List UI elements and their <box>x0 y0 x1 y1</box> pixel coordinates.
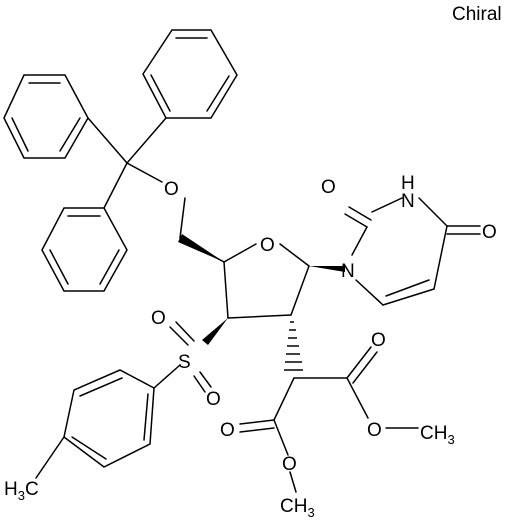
hashed-c2-malonate <box>284 321 303 371</box>
uracil-n3-label: N <box>401 191 415 212</box>
phenyl-ring-top <box>142 29 238 119</box>
methyl1-label: CH3 <box>420 423 455 447</box>
ester1-alkoxy-oxygen-label: O <box>367 420 382 441</box>
uracil-n1-label: N <box>341 261 355 282</box>
chiral-label: Chiral <box>452 4 502 25</box>
wedge-c3-s <box>202 318 228 345</box>
uracil-ring <box>344 197 481 306</box>
ether-oxygen-label: O <box>164 179 179 200</box>
tolyl-ring <box>35 369 155 479</box>
sulfonyl-bonds <box>153 321 212 393</box>
ester2-alkoxy-oxygen-label: O <box>282 454 297 475</box>
methyl2-label: CH3 <box>280 496 315 520</box>
ether-o-ch2-bond <box>179 197 186 239</box>
trityl-central-carbon-bonds <box>87 117 167 209</box>
uracil-h-label: H <box>401 173 415 194</box>
uracil-c4-oxygen-label: O <box>482 222 497 243</box>
sulfonyl-oxygen-top-label: O <box>151 308 166 329</box>
phenyl-ring-left <box>3 74 89 159</box>
sulfur-label: S <box>178 352 191 373</box>
ring-oxygen-label: O <box>260 235 275 256</box>
tolyl-methyl-label: H3C <box>4 479 39 503</box>
uracil-c2-oxygen-label: O <box>321 177 336 198</box>
phenyl-ring-bottom-left <box>41 207 128 292</box>
wedge-c1-n1 <box>309 266 345 272</box>
furanose-ring <box>223 243 310 319</box>
ester1-carbonyl-oxygen-label: O <box>371 330 386 351</box>
ester2-carbonyl-oxygen-label: O <box>220 420 235 441</box>
sulfonyl-oxygen-bottom-label: O <box>206 389 221 410</box>
malonate-bonds <box>239 346 419 493</box>
wedge-c4-ch2 <box>178 234 224 262</box>
